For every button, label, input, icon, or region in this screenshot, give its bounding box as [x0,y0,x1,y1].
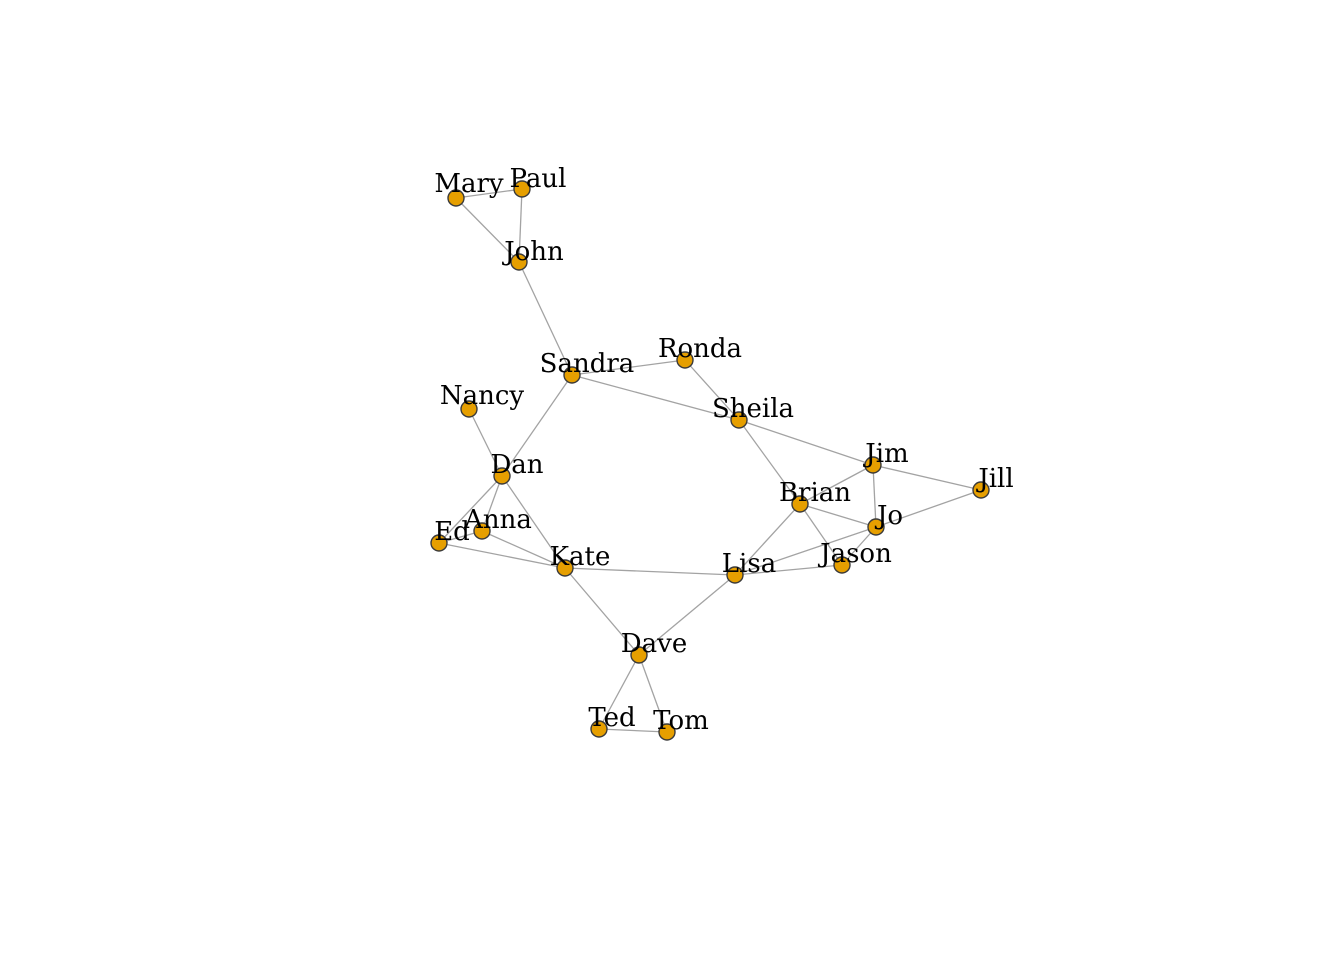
edge-ronda-sheila [684,359,740,421]
edge-dave-lisa [638,574,736,656]
edge-jim-jill [872,464,982,491]
edge-brian-jason [799,503,843,566]
edge-lisa-jason [734,564,843,576]
edge-dan-ed [438,475,503,544]
edge-sheila-brian [738,419,801,505]
node-dan [493,467,511,485]
node-label-jason: Jason [817,539,892,569]
node-ted [590,720,608,738]
node-label-lisa: Lisa [722,549,776,579]
node-label-tom: Tom [653,706,709,736]
node-ronda [676,351,694,369]
edge-brian-jim [799,464,874,505]
node-label-anna: Anna [463,505,532,535]
node-nancy [460,400,478,418]
node-ed [430,534,448,552]
edge-jo-jill [875,489,982,528]
edge-brian-jo [799,503,877,528]
edge-anna-kate [481,530,566,569]
node-label-ronda: Ronda [658,334,742,364]
edge-dan-kate [501,475,566,569]
edge-nancy-dan [468,408,503,477]
edge-dave-tom [638,654,668,733]
node-brian [791,495,809,513]
node-label-ed: Ed [434,517,470,547]
node-mary [447,189,465,207]
edge-mary-john [455,197,520,263]
node-label-sandra: Sandra [540,349,635,379]
node-jim [864,456,882,474]
node-label-nancy: Nancy [440,381,525,411]
graph-nodes [430,180,990,741]
node-label-jo: Jo [874,501,903,531]
node-john [510,253,528,271]
graph-edges [438,188,982,733]
edge-mary-paul [455,188,523,199]
edge-lisa-brian [734,503,801,576]
edge-ed-kate [438,542,566,569]
node-jo [867,518,885,536]
node-sandra [563,366,581,384]
edge-sheila-jim [738,419,874,466]
edge-dan-anna [481,475,503,532]
node-label-dave: Dave [621,629,687,659]
edge-sandra-dan [501,374,573,477]
edge-lisa-jo [734,526,877,576]
node-label-dan: Dan [490,450,543,480]
node-label-kate: Kate [550,542,611,572]
node-kate [556,559,574,577]
edge-ted-tom [598,728,668,733]
node-anna [473,522,491,540]
edge-kate-dave [564,567,640,656]
node-label-john: John [501,237,564,267]
node-lisa [726,566,744,584]
edge-paul-john [518,188,523,263]
node-label-jill: Jill [975,464,1013,494]
node-label-mary: Mary [434,169,504,199]
edge-john-sandra [518,261,573,376]
node-label-ted: Ted [588,703,635,733]
node-label-brian: Brian [779,478,851,508]
edge-jim-jo [872,464,877,528]
node-label-sheila: Sheila [712,394,794,424]
edge-dave-ted [598,654,640,730]
node-paul [513,180,531,198]
edge-kate-lisa [564,567,736,576]
edge-sandra-ronda [571,359,686,376]
node-dave [630,646,648,664]
node-label-jim: Jim [862,439,908,469]
edge-sandra-sheila [571,374,740,421]
node-tom [658,723,676,741]
node-label-paul: Paul [510,164,567,194]
node-sheila [730,411,748,429]
node-jill [972,481,990,499]
node-jason [833,556,851,574]
